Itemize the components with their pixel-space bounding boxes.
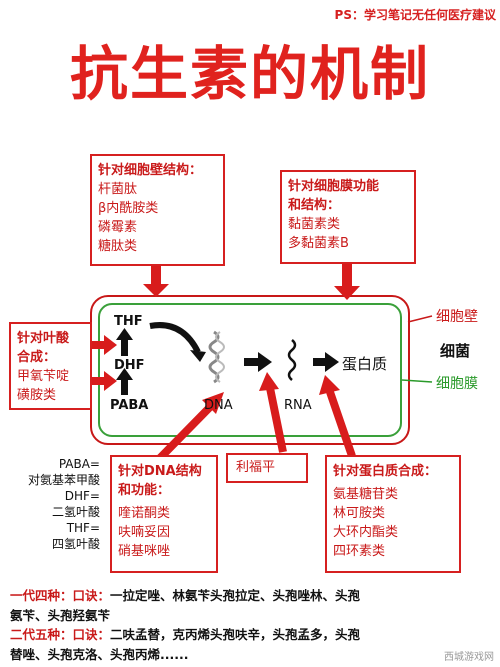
note-line: THF= <box>66 521 100 535</box>
gen1-prefix: 一代四种：口诀： <box>10 588 111 603</box>
dna-to-rna-arrow <box>244 352 272 372</box>
cell-wall-item: 杆菌肽 <box>98 182 138 197</box>
rna-label: RNA <box>284 398 312 413</box>
dna-target-arrow <box>157 392 224 461</box>
ps-note: PS：学习笔记无任何医疗建议 <box>334 8 496 22</box>
dhf-up-arrow <box>116 368 133 395</box>
protein-heading: 针对蛋白质合成： <box>333 464 438 479</box>
dna-helix-icon <box>208 330 220 384</box>
mnemonic-notes: 一代四种：口诀：一拉定唑、林氨苄头孢拉定、头孢唑林、头孢 氨苄、头孢羟氨苄 二代… <box>10 586 494 664</box>
thf-label: THF <box>114 314 143 329</box>
folate-drugs-box: 针对叶酸 合成： 甲氧苄啶 磺胺类 <box>9 322 92 410</box>
rna-strand-icon <box>287 339 297 381</box>
dna-item: 喹诺酮类 <box>118 506 171 521</box>
folate-arrow-2 <box>92 371 117 391</box>
gen2-prefix: 二代五种：口诀： <box>10 627 111 642</box>
cell-wall-item: 糖肽类 <box>98 239 138 254</box>
watermark: 西城游戏网 <box>444 652 494 663</box>
note-line: 对氨基苯甲酸 <box>27 473 100 487</box>
membrane-item: 多黏菌素B <box>288 236 349 251</box>
dna-label: DNA <box>204 398 233 413</box>
folate-item: 甲氧苄啶 <box>17 369 70 384</box>
protein-item: 氨基糖苷类 <box>333 487 399 502</box>
cell-wall-item: β内酰胺类 <box>98 201 159 216</box>
membrane-item: 黏菌素类 <box>288 217 341 232</box>
cell-membrane-outline <box>98 303 402 437</box>
folate-heading: 合成： <box>17 350 57 365</box>
rifampin-arrow <box>259 372 287 453</box>
rifampin-label: 利福平 <box>236 460 276 475</box>
folate-arrow-1 <box>92 335 117 355</box>
membrane-heading: 和结构： <box>288 198 341 213</box>
cell-membrane-label: 细胞膜 <box>436 376 478 392</box>
paba-label: PABA <box>110 398 149 413</box>
note-line: PABA= <box>58 457 100 471</box>
protein-label: 蛋白质 <box>342 355 388 373</box>
gen2-text: 二呋孟替，克丙烯头孢呋辛，头孢孟多，头孢 <box>110 627 361 642</box>
dna-item: 呋喃妥因 <box>118 525 171 540</box>
dna-heading: 针对DNA结构 <box>118 464 202 479</box>
dhf-label: DHF <box>114 358 145 373</box>
cell-wall-label: 细胞壁 <box>436 309 478 325</box>
mnemonic-line-2: 氨苄、头孢羟氨苄 <box>10 607 111 623</box>
membrane-arrow <box>334 262 360 300</box>
cell-wall-heading: 针对细胞壁结构： <box>98 163 203 178</box>
dna-item: 硝基咪唑 <box>118 544 171 559</box>
dna-drugs-box: 针对DNA结构 和功能： 喹诺酮类 呋喃妥因 硝基咪唑 <box>110 455 218 573</box>
protein-drugs-box: 针对蛋白质合成： 氨基糖苷类 林可胺类 大环内酯类 四环素类 <box>325 455 461 573</box>
note-line: 四氢叶酸 <box>51 537 100 551</box>
dna-heading: 和功能： <box>118 483 171 498</box>
folate-heading: 针对叶酸 <box>17 331 70 346</box>
membrane-drugs-box: 针对细胞膜功能 和结构： 黏菌素类 多黏菌素B <box>280 170 416 264</box>
mnemonic-line-1: 一代四种：口诀：一拉定唑、林氨苄头孢拉定、头孢唑林、头孢 <box>10 586 494 606</box>
membrane-heading: 针对细胞膜功能 <box>288 179 380 194</box>
note-line: DHF= <box>64 489 100 503</box>
mnemonic-line-4: 替唑、头孢克洛、头孢丙烯...... <box>10 646 189 662</box>
mnemonic-line-3: 二代五种：口诀：二呋孟替，克丙烯头孢呋辛，头孢孟多，头孢 <box>10 625 494 645</box>
thf-up-arrow <box>116 328 133 356</box>
protein-item: 四环素类 <box>333 544 386 559</box>
protein-item: 大环内酯类 <box>333 525 399 540</box>
cell-wall-drugs-box: 针对细胞壁结构： 杆菌肽 β内酰胺类 磷霉素 糖肽类 <box>90 154 225 266</box>
abbreviation-notes: PABA= 对氨基苯甲酸 DHF= 二氢叶酸 THF= 四氢叶酸 <box>4 456 100 552</box>
gen1-text: 一拉定唑、林氨苄头孢拉定、头孢唑林、头孢 <box>110 588 361 603</box>
cell-wall-item: 磷霉素 <box>98 220 138 235</box>
thf-curved-arrow <box>149 322 201 354</box>
protein-target-arrow <box>319 375 356 458</box>
rifampin-box: 利福平 <box>226 453 308 483</box>
wall-leader-line <box>407 315 433 323</box>
membrane-leader-line <box>401 379 433 383</box>
note-line: 二氢叶酸 <box>51 505 100 519</box>
protein-item: 林可胺类 <box>333 506 386 521</box>
rna-to-protein-arrow <box>313 352 339 372</box>
bacteria-label: 细菌 <box>440 342 471 360</box>
folate-item: 磺胺类 <box>17 388 57 403</box>
page-title: 抗生素的机制 <box>69 40 430 108</box>
cell-wall-arrow <box>143 266 169 297</box>
